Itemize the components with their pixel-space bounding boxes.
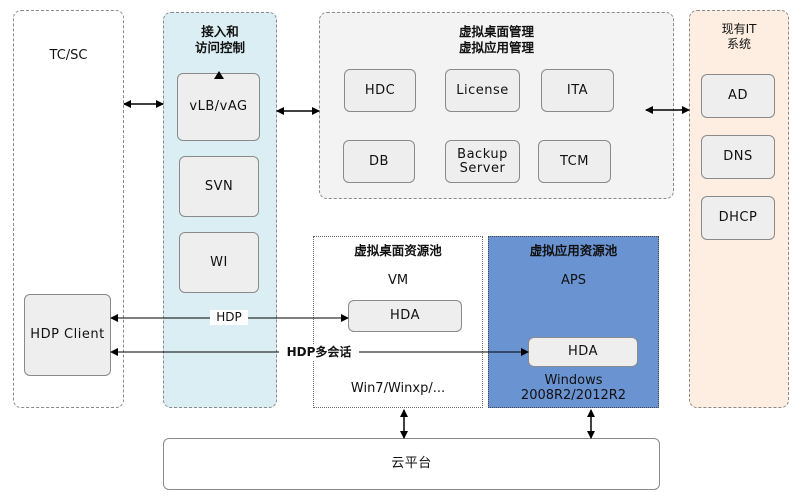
ita-box: ITA: [541, 69, 614, 112]
app-os-label-1: Windows: [544, 373, 603, 388]
vm-label: VM: [387, 273, 409, 288]
app-pool-panel: [488, 236, 659, 408]
svn-box: SVN: [179, 156, 259, 217]
hdp-client-box: HDP Client: [24, 294, 111, 376]
desktop-pool-title: 虚拟桌面资源池: [354, 243, 442, 258]
app-hda-box: HDA: [528, 337, 638, 367]
license-box: License: [445, 69, 520, 112]
app-pool-title: 虚拟应用资源池: [529, 243, 618, 258]
dhcp-box: DHCP: [701, 196, 775, 240]
access-control-title-1: 接入和: [201, 24, 239, 39]
desktop-pool-panel: [313, 236, 483, 408]
cloud-platform-box: 云平台: [163, 438, 660, 490]
desktop-hda-box: HDA: [348, 300, 462, 332]
it-system-title-1: 现有IT: [721, 22, 757, 36]
db-box: DB: [343, 140, 415, 183]
ad-box: AD: [701, 74, 775, 118]
wi-box: WI: [179, 232, 259, 293]
vlb-vag-box: vLB/vAG: [177, 73, 260, 141]
vlb-small-arrowhead: [214, 71, 224, 79]
tc-sc-title: TC/SC: [49, 48, 88, 63]
hdc-box: HDC: [344, 69, 416, 112]
app-os-label-2: 2008R2/2012R2: [520, 388, 627, 403]
hdp-link-label: HDP: [210, 310, 248, 325]
tcm-box: TCM: [538, 140, 611, 183]
dns-box: DNS: [701, 135, 775, 179]
backup-server-box: Backup Server: [445, 140, 520, 183]
access-control-title-2: 访问控制: [194, 40, 245, 55]
aps-label: APS: [561, 273, 586, 288]
tc-sc-panel: [13, 10, 124, 408]
management-title-1: 虚拟桌面管理: [458, 24, 534, 39]
hdp-multi-link-label: HDP多会话: [279, 344, 359, 360]
management-title-2: 虚拟应用管理: [458, 40, 534, 55]
desktop-os-label: Win7/Winxp/...: [350, 381, 446, 396]
it-system-title-2: 系统: [726, 37, 751, 51]
